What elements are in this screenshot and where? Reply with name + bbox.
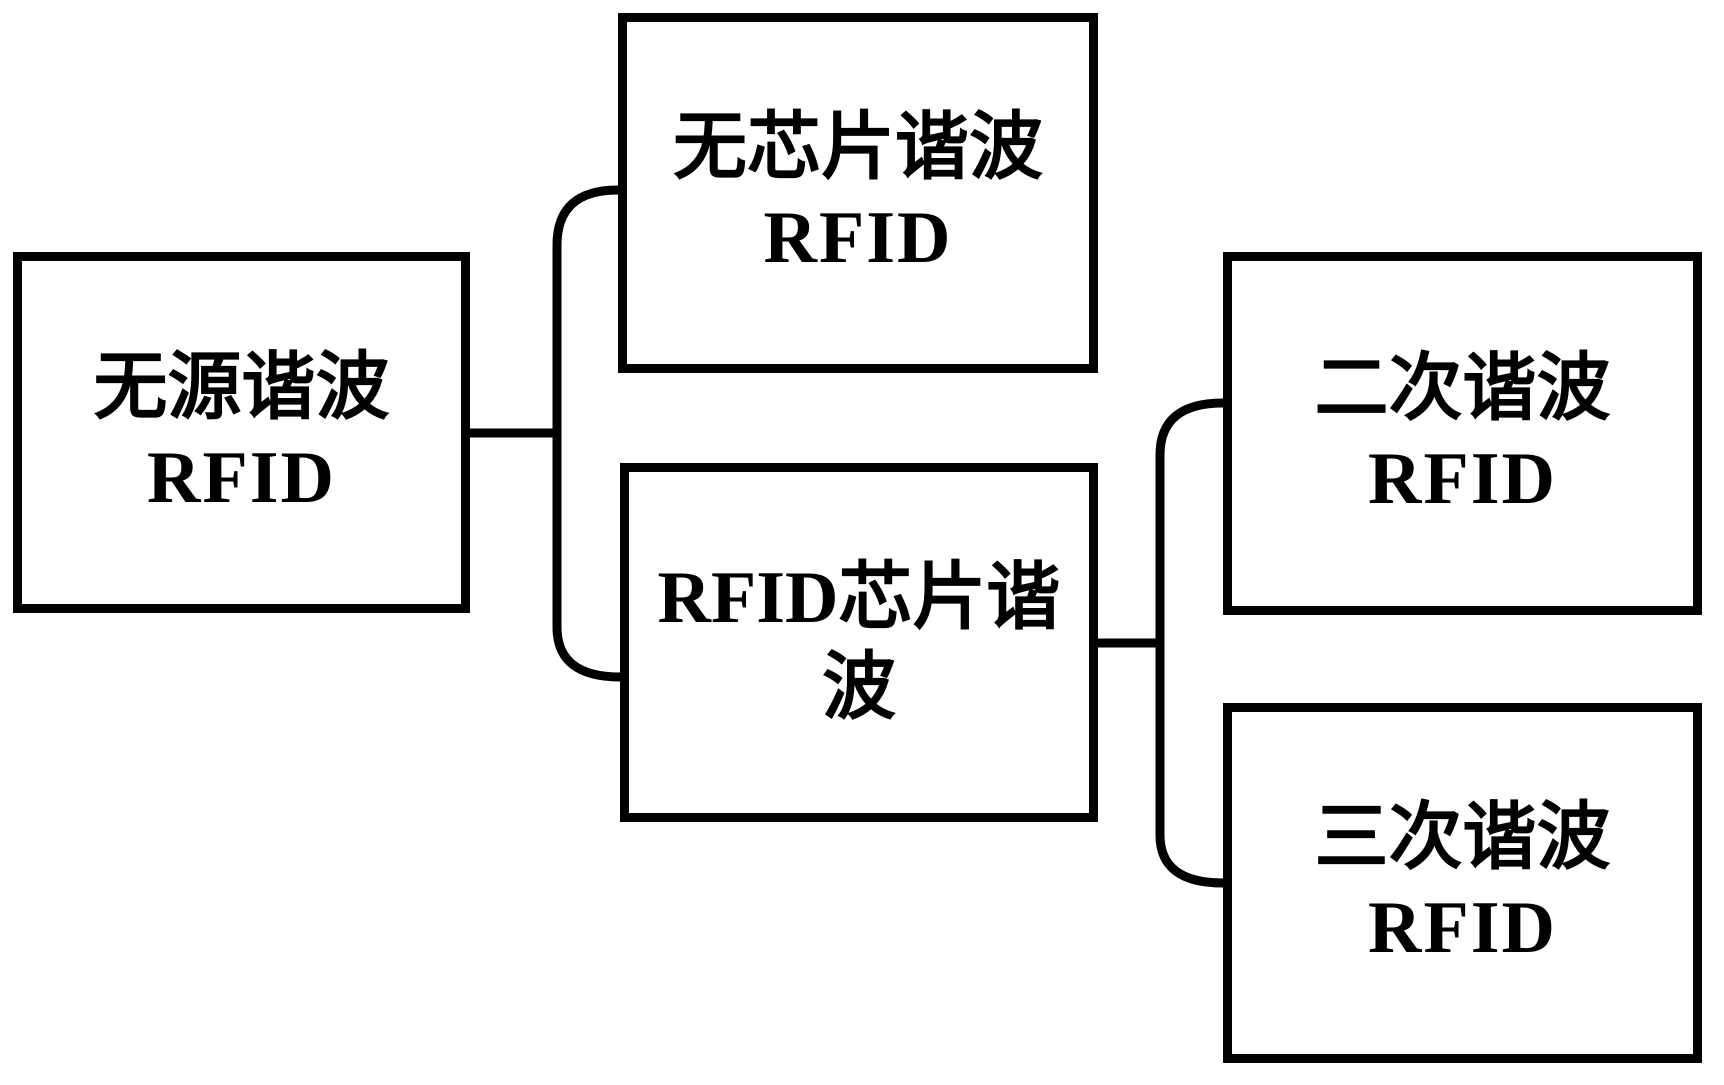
node-label-line: RFID: [1368, 437, 1557, 520]
node-rfid-chip-harmonic: RFID芯片谐 波: [620, 463, 1098, 822]
node-label-line: 波: [822, 646, 896, 729]
node-second-harmonic-rfid: 二次谐波 RFID: [1223, 252, 1702, 615]
node-label-line: 二次谐波: [1314, 347, 1611, 430]
node-label-line: RFID: [1368, 887, 1557, 969]
node-label-line: RFID芯片谐: [657, 556, 1061, 639]
connector-passive-to-middle-group: [470, 185, 621, 682]
node-chipless-harmonic-rfid: 无芯片谐波 RFID: [618, 13, 1098, 373]
node-passive-harmonic-rfid: 无源谐波 RFID: [13, 252, 470, 613]
node-label-line: 无芯片谐波: [673, 107, 1043, 189]
node-label-line: 无源谐波: [93, 346, 390, 429]
node-label-line: RFID: [147, 436, 336, 519]
node-label-line: 三次谐波: [1314, 797, 1611, 879]
node-third-harmonic-rfid: 三次谐波 RFID: [1223, 703, 1702, 1063]
node-label-line: RFID: [763, 197, 953, 279]
connector-chip-to-right-group: [1098, 398, 1224, 888]
